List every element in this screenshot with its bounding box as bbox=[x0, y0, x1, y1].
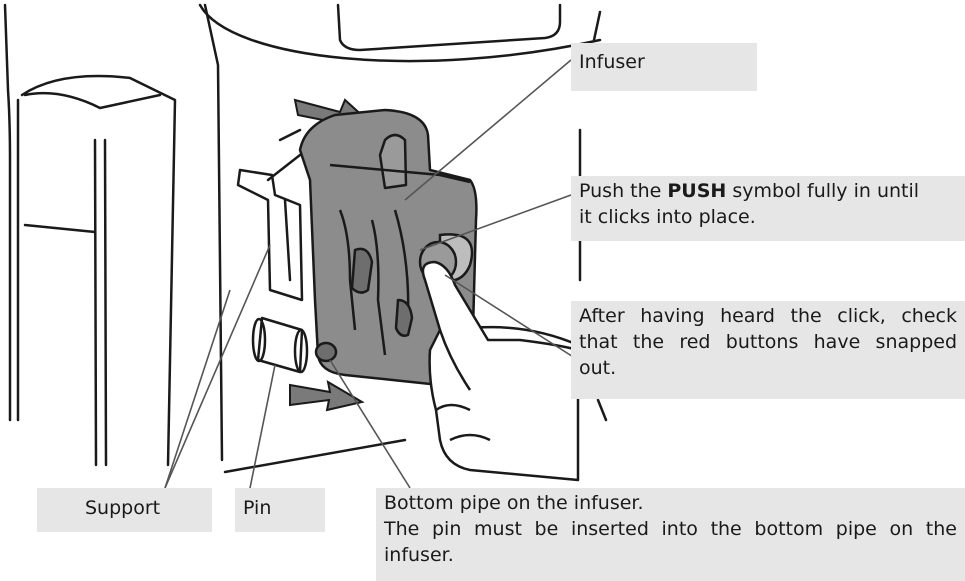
label-pin: Pin bbox=[235, 488, 325, 532]
left-side-panel bbox=[20, 74, 177, 467]
bottom-pipe bbox=[314, 341, 338, 363]
after-text-line3: out. bbox=[579, 357, 617, 379]
push-text-line2: it clicks into place. bbox=[579, 206, 756, 228]
bottom-arrow-icon bbox=[289, 380, 365, 412]
leader-lines bbox=[164, 59, 579, 489]
push-symbol-text: PUSH bbox=[667, 180, 727, 202]
hand-illustration bbox=[421, 260, 580, 482]
machine-right-edge bbox=[592, 10, 602, 42]
infuser-body bbox=[298, 108, 478, 387]
label-bottom-pipe: Bottom pipe on the infuser. The pin must… bbox=[376, 488, 965, 581]
base-line bbox=[223, 438, 407, 474]
label-support: Support bbox=[37, 488, 212, 532]
bottom-text-line1: Bottom pipe on the infuser. bbox=[384, 492, 644, 514]
machine-top-curve bbox=[198, 3, 602, 63]
machine-left-edge bbox=[203, 3, 224, 462]
push-text-before: Push the bbox=[579, 180, 668, 202]
bottom-text-line3: infuser. bbox=[384, 544, 454, 566]
label-support-text: Support bbox=[85, 497, 161, 519]
label-pin-text: Pin bbox=[243, 497, 272, 519]
after-text-line1: After having heard the click, check bbox=[579, 305, 957, 327]
label-push-instruction: Push the PUSH symbol fully in until it c… bbox=[571, 176, 965, 241]
after-text-line2: that the red buttons have snapped bbox=[579, 331, 957, 353]
label-infuser-text: Infuser bbox=[579, 51, 645, 73]
bottom-text-line2: The pin must be inserted into the bottom… bbox=[384, 518, 957, 540]
machine-left-outer bbox=[3, 3, 12, 422]
label-after-click-instruction: After having heard the click, check that… bbox=[571, 301, 965, 399]
label-infuser: Infuser bbox=[571, 43, 757, 91]
support-bracket bbox=[236, 168, 304, 302]
push-text-after: symbol fully in until bbox=[726, 180, 920, 202]
machine-drip-panel bbox=[336, 3, 562, 52]
